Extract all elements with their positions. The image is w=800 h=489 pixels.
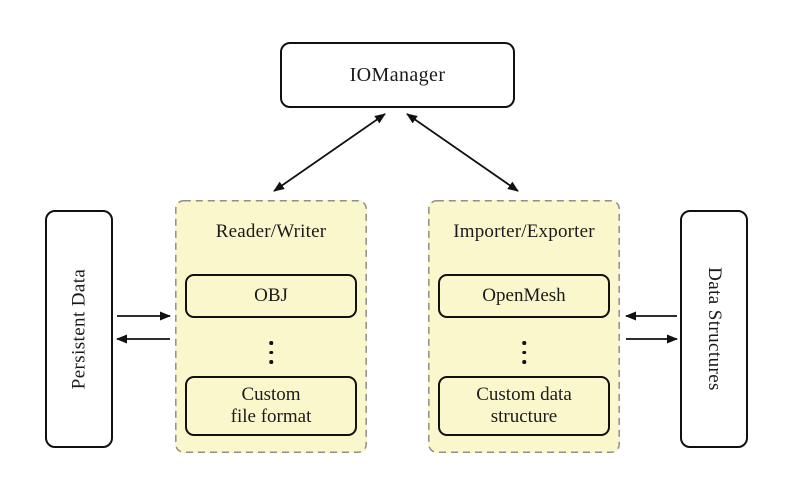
iomanager-node: IOManager	[280, 42, 515, 108]
vertical-ellipsis-icon	[269, 341, 273, 364]
reader-writer-title: Reader/Writer	[215, 221, 327, 242]
node-custom-file-format-line2: file format	[230, 406, 312, 427]
persistent-data-label: Persistent Data	[68, 268, 90, 390]
node-obj: OBJ	[185, 274, 357, 318]
node-custom-data-structure: Custom data structure	[438, 376, 610, 436]
arrow-iomanager-readerwriter	[273, 113, 386, 192]
persistent-data-node: Persistent Data	[45, 210, 113, 448]
reader-writer-group: Reader/Writer OBJ Custom file format	[175, 200, 367, 453]
node-custom-data-structure-line1: Custom data	[476, 383, 572, 405]
data-structures-label: Data Structures	[704, 267, 725, 391]
node-openmesh: OpenMesh	[438, 274, 610, 318]
node-custom-file-format-line1: Custom	[241, 383, 301, 405]
node-custom-file-format: Custom file format	[185, 376, 357, 436]
node-obj-label: OBJ	[254, 284, 288, 306]
node-custom-data-structure-line2: structure	[490, 406, 558, 427]
node-openmesh-label: OpenMesh	[482, 284, 566, 306]
importer-exporter-group: Importer/Exporter OpenMesh Custom data s…	[428, 200, 620, 453]
importer-exporter-title: Importer/Exporter	[453, 221, 595, 242]
iomanager-label: IOManager	[349, 63, 446, 86]
data-structures-node: Data Structures	[680, 210, 748, 448]
vertical-ellipsis-icon	[522, 341, 526, 364]
arrow-iomanager-importerexporter	[406, 113, 519, 192]
